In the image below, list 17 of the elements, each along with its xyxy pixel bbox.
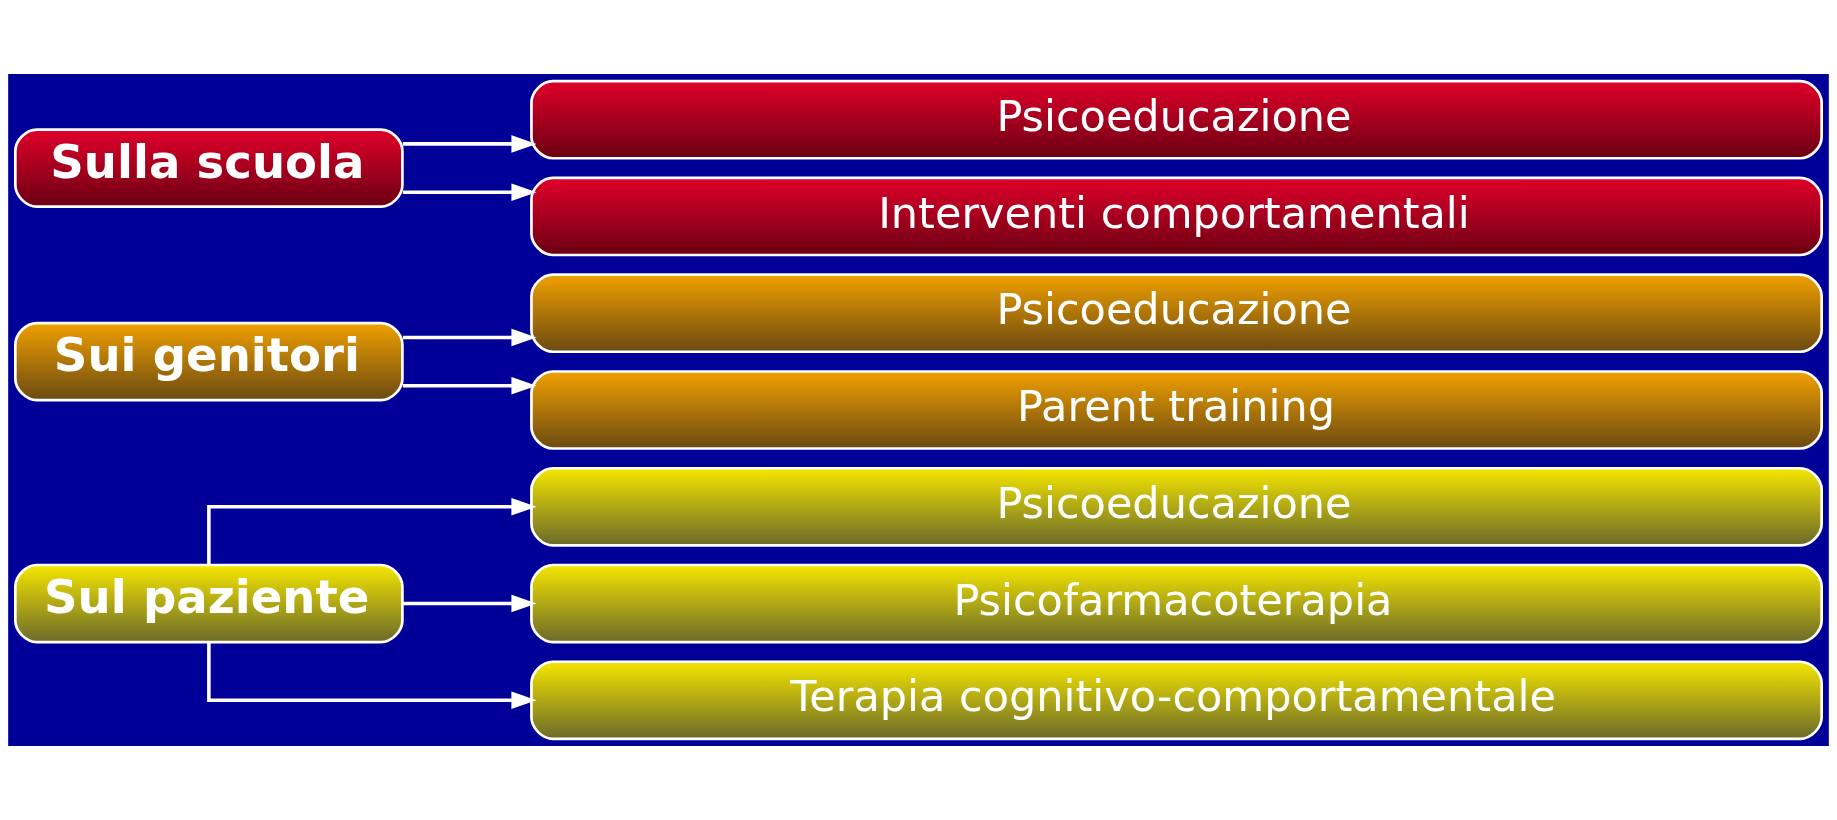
arrow bbox=[402, 377, 537, 395]
node-box: Sui genitori bbox=[14, 321, 404, 402]
node-box: Parent training bbox=[530, 370, 1823, 450]
node-box: Terapia cognitivo-comportamentale bbox=[530, 660, 1823, 741]
node-box: Sulla scuola bbox=[14, 128, 404, 208]
arrow bbox=[207, 642, 537, 710]
arrow bbox=[402, 328, 537, 347]
arrow bbox=[207, 497, 537, 565]
node-box: Sul paziente bbox=[14, 563, 404, 644]
arrow bbox=[402, 183, 537, 202]
node-box: Psicoeducazione bbox=[530, 273, 1823, 354]
node-box: Interventi comportamentali bbox=[530, 176, 1823, 257]
arrow bbox=[402, 135, 537, 153]
node-box: Psicoeducazione bbox=[530, 466, 1823, 547]
arrow bbox=[402, 594, 537, 613]
node-box: Psicoeducazione bbox=[530, 79, 1823, 160]
node-box: Psicofarmacoterapia bbox=[530, 563, 1823, 644]
